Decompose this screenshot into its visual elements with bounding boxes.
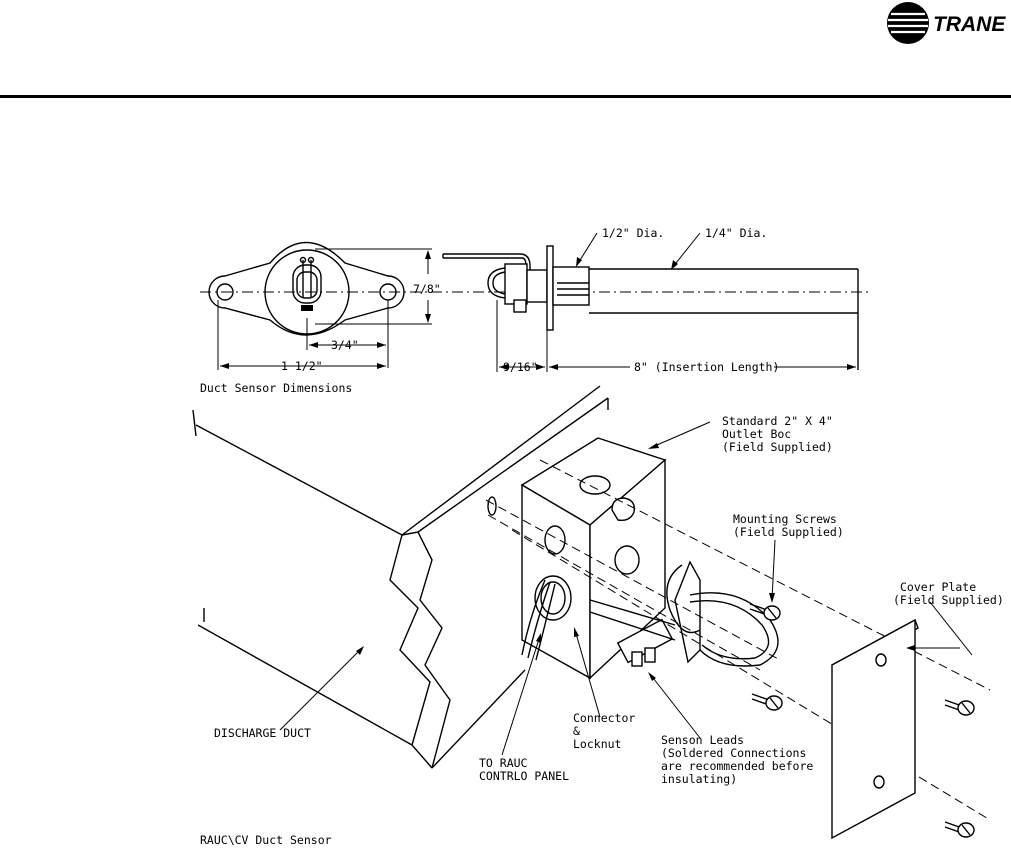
mounting-screw (749, 603, 781, 621)
connector-line-3: Locknut (573, 737, 621, 751)
cover-plate-line-1: Cover Plate (900, 580, 976, 594)
rauc-callout: TO RAUC CONTRLO PANEL (479, 756, 569, 783)
header-rule (0, 95, 1011, 98)
dim-height (315, 248, 432, 325)
dim-hole-spacing (306, 300, 389, 368)
leads-line-3: are recommended before (661, 759, 813, 773)
cover-plate (831, 618, 919, 840)
dim-flange-label: 9/16" (503, 360, 538, 374)
connector-line-1: Connector (573, 711, 635, 725)
mounting-screws-line-1: Mounting Screws (733, 512, 837, 526)
mounting-screw (944, 821, 975, 838)
outlet-box-line-3: (Field Supplied) (722, 440, 833, 454)
dia-quarter-label: 1/4" Dia. (705, 226, 767, 240)
connector-callout: Connector & Locknut (573, 711, 642, 751)
cover-plate-callout: Cover Plate (Field Supplied) (893, 580, 1004, 607)
discharge-duct (192, 385, 609, 769)
connector-line-2: & (573, 724, 580, 738)
cover-plate-line-2: (Field Supplied) (893, 593, 1004, 607)
mounting-screws-line-2: (Field Supplied) (733, 525, 844, 539)
leads-line-1: Senson Leads (661, 733, 744, 747)
dim-hole-spacing-label: 3/4" (331, 338, 359, 352)
dim-insertion-label: 8" (Insertion Length) (634, 360, 779, 374)
brand-name: TRANE (933, 13, 1006, 36)
outlet-box-line-1: Standard 2" X 4" (722, 414, 833, 428)
leads-line-4: insulating) (661, 772, 737, 786)
leads-line-2: (Soldered Connections (661, 746, 806, 760)
mounting-screw (751, 693, 783, 711)
outlet-box-callout: Standard 2" X 4" Outlet Boc (Field Suppl… (722, 414, 840, 454)
sensor-installed (589, 560, 779, 667)
dim-width-label: 1 1/2" (281, 359, 323, 373)
dim-width (217, 300, 386, 370)
mounting-screws-callout: Mounting Screws (Field Supplied) (733, 512, 844, 539)
leads-callout: Senson Leads (Soldered Connections are r… (661, 733, 820, 786)
dimensions-title: Duct Sensor Dimensions (200, 381, 352, 395)
sensor-side-view (442, 232, 859, 372)
rauc-line-2: CONTRLO PANEL (479, 769, 569, 783)
leader-lines (279, 421, 973, 756)
dim-height-label: 7/8" (413, 282, 441, 296)
mounting-screw (944, 699, 975, 716)
discharge-duct-label: DISCHARGE DUCT (214, 726, 311, 740)
figure-caption: RAUC\CV Duct Sensor (200, 833, 332, 847)
dia-half-label: 1/2" Dia. (602, 226, 664, 240)
outlet-box-line-2: Outlet Boc (722, 427, 791, 441)
trane-logo-icon (887, 2, 929, 44)
outlet-box (520, 437, 667, 680)
rauc-line-1: TO RAUC (479, 756, 528, 770)
